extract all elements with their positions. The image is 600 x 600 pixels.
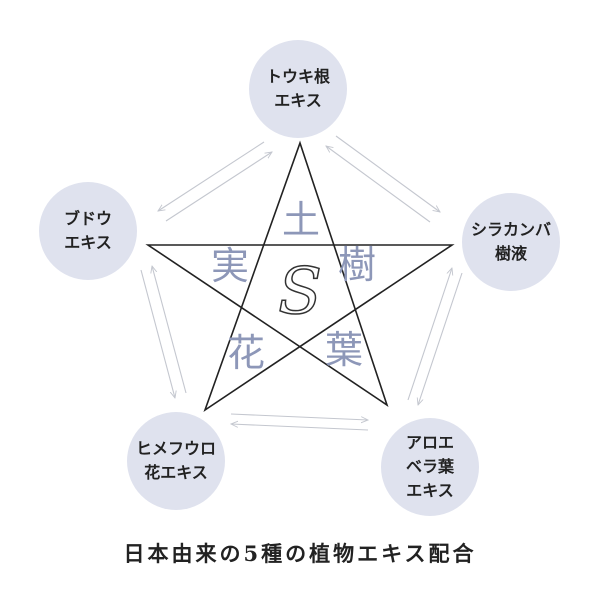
star-char-earth: 土: [281, 198, 320, 242]
node-label-top: トウキ根 エキス: [265, 67, 330, 110]
node-label-bottom-right: アロエ ベラ葉 エキス: [405, 433, 454, 500]
node-himefuuro-flower-extract: ヒメフウロ 花エキス: [127, 412, 225, 510]
caption: 日本由来の5種の植物エキス配合: [123, 541, 477, 566]
node-label-bottom-left: ヒメフウロ 花エキス: [135, 439, 216, 482]
star-char-flower: 花: [226, 331, 265, 375]
star-char-fruit: 実: [210, 244, 249, 288]
star-char-leaf: 葉: [324, 328, 363, 372]
arrows-bottom: [231, 413, 368, 431]
pentagram-star: [145, 140, 455, 413]
node-touki-root-extract: トウキ根 エキス: [249, 40, 347, 138]
arrows-top-left: [158, 141, 272, 222]
center-s-logo: S: [277, 254, 322, 330]
node-label-left: ブドウ エキス: [63, 209, 112, 252]
node-aloe-vera-leaf-extract: アロエ ベラ葉 エキス: [381, 418, 479, 516]
node-label-right: シラカンバ 樹液: [470, 220, 551, 263]
node-budou-extract: ブドウ エキス: [39, 182, 137, 280]
star-char-tree: 樹: [337, 243, 376, 287]
arrows-top-right: [326, 135, 440, 223]
arrows-right-bottomright: [407, 268, 463, 405]
arrows-left-bottomleft: [140, 266, 187, 398]
node-shirakanba-sap: シラカンバ 樹液: [462, 193, 560, 291]
